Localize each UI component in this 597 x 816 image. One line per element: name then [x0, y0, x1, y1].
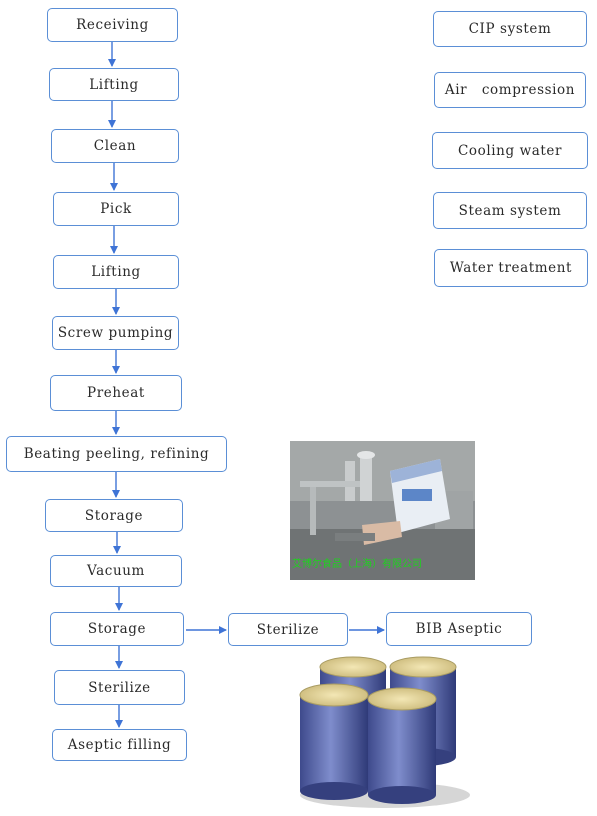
step-label: Preheat [87, 385, 145, 401]
photo-caption: 艾博尔食品（上海）有限公司 [292, 559, 422, 570]
utility-label: Water treatment [449, 260, 573, 276]
step-label: Lifting [89, 76, 139, 93]
step-receiving: Receiving [47, 8, 178, 42]
step-lifting: Lifting [49, 68, 179, 101]
step-label: Sterilize [88, 679, 151, 696]
bib-filling-illustration [290, 441, 475, 580]
step-sterilize: Sterilize [54, 670, 185, 705]
branch-label: BIB Aseptic [415, 621, 503, 637]
utility-water-treatment: Water treatment [434, 249, 588, 287]
branch-label: Sterilize [256, 621, 320, 638]
branch-sterilize: Sterilize [228, 613, 348, 646]
step-storage-2: Storage [50, 612, 184, 646]
step-vacuum: Vacuum [50, 555, 182, 587]
step-label: Pick [100, 201, 132, 217]
utility-air-compression: Air compression [434, 72, 586, 108]
drum [367, 687, 437, 804]
utility-cooling-water: Cooling water [432, 132, 588, 169]
step-label: Receiving [76, 17, 149, 33]
step-label: Screw pumping [57, 325, 174, 341]
step-label: Storage [84, 507, 144, 524]
drum [299, 683, 369, 800]
step-beating-peeling-refining: Beating peeling, refining [6, 436, 227, 472]
bib-filling-photo: 艾博尔食品（上海）有限公司 [290, 441, 475, 580]
step-aseptic-filling: Aseptic filling [52, 729, 187, 761]
step-label: Clean [93, 138, 137, 154]
branch-bib-aseptic: BIB Aseptic [386, 612, 532, 646]
utility-label: Cooling water [457, 142, 563, 159]
step-label: Storage [87, 621, 147, 637]
step-screw-pumping: Screw pumping [52, 316, 179, 350]
step-lifting-2: Lifting [53, 255, 179, 289]
step-preheat: Preheat [50, 375, 182, 411]
step-label: Beating peeling, refining [23, 446, 210, 462]
utility-label: CIP system [468, 21, 552, 37]
utility-steam-system: Steam system [433, 192, 587, 229]
step-pick: Pick [53, 192, 179, 226]
utility-cip-system: CIP system [433, 11, 587, 47]
step-label: Aseptic filling [67, 737, 172, 753]
step-clean: Clean [51, 129, 179, 163]
drums-photo [290, 655, 470, 810]
step-label: Vacuum [87, 563, 145, 579]
utility-label: Steam system [458, 202, 562, 219]
step-storage: Storage [45, 499, 183, 532]
drums-illustration [299, 656, 470, 808]
utility-label: Air compression [444, 82, 576, 98]
step-label: Lifting [91, 264, 141, 280]
